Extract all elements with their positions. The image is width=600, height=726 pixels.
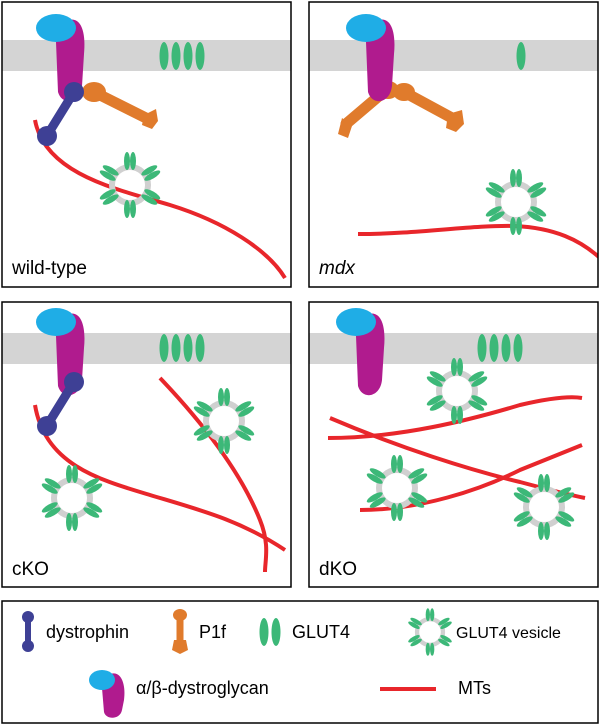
microtubule bbox=[158, 376, 269, 573]
glut4-icon bbox=[259, 618, 281, 646]
microtubule bbox=[33, 119, 287, 280]
dystrophin-icon bbox=[22, 611, 34, 652]
microtubule bbox=[327, 395, 583, 440]
legend-label-dystrophin: dystrophin bbox=[46, 622, 129, 642]
microtubule bbox=[357, 223, 598, 259]
legend-label-glut4-vesicle: GLUT4 vesicle bbox=[456, 625, 561, 642]
cell-membrane bbox=[309, 40, 598, 71]
legend-label-dystroglycan: α/β-dystroglycan bbox=[136, 678, 269, 698]
cell-membrane bbox=[2, 333, 291, 364]
p1f-protein bbox=[338, 81, 464, 138]
panel-label-cko: cKO bbox=[12, 559, 49, 580]
legend: dystrophin P1f GLUT4 GLUT4 vesicle α/β-d… bbox=[1, 600, 599, 724]
panel-dko: dKO bbox=[309, 302, 598, 587]
p1f-icon bbox=[172, 609, 188, 654]
panel-label-dko: dKO bbox=[319, 559, 357, 580]
microtubule bbox=[33, 404, 287, 552]
panel-label-wild-type: wild-type bbox=[11, 258, 87, 279]
legend-label-mts: MTs bbox=[458, 678, 491, 698]
legend-label-glut4: GLUT4 bbox=[292, 622, 350, 642]
panel-label-mdx: mdx bbox=[319, 258, 356, 279]
panel-cko: cKO bbox=[2, 302, 291, 587]
panel-wild-type: wild-type bbox=[2, 2, 291, 287]
glut4-transporter bbox=[516, 42, 526, 70]
dystroglycan-icon bbox=[89, 670, 125, 718]
cell-membrane bbox=[2, 40, 291, 71]
panel-mdx: mdx bbox=[309, 2, 598, 287]
legend-label-p1f: P1f bbox=[199, 622, 227, 642]
